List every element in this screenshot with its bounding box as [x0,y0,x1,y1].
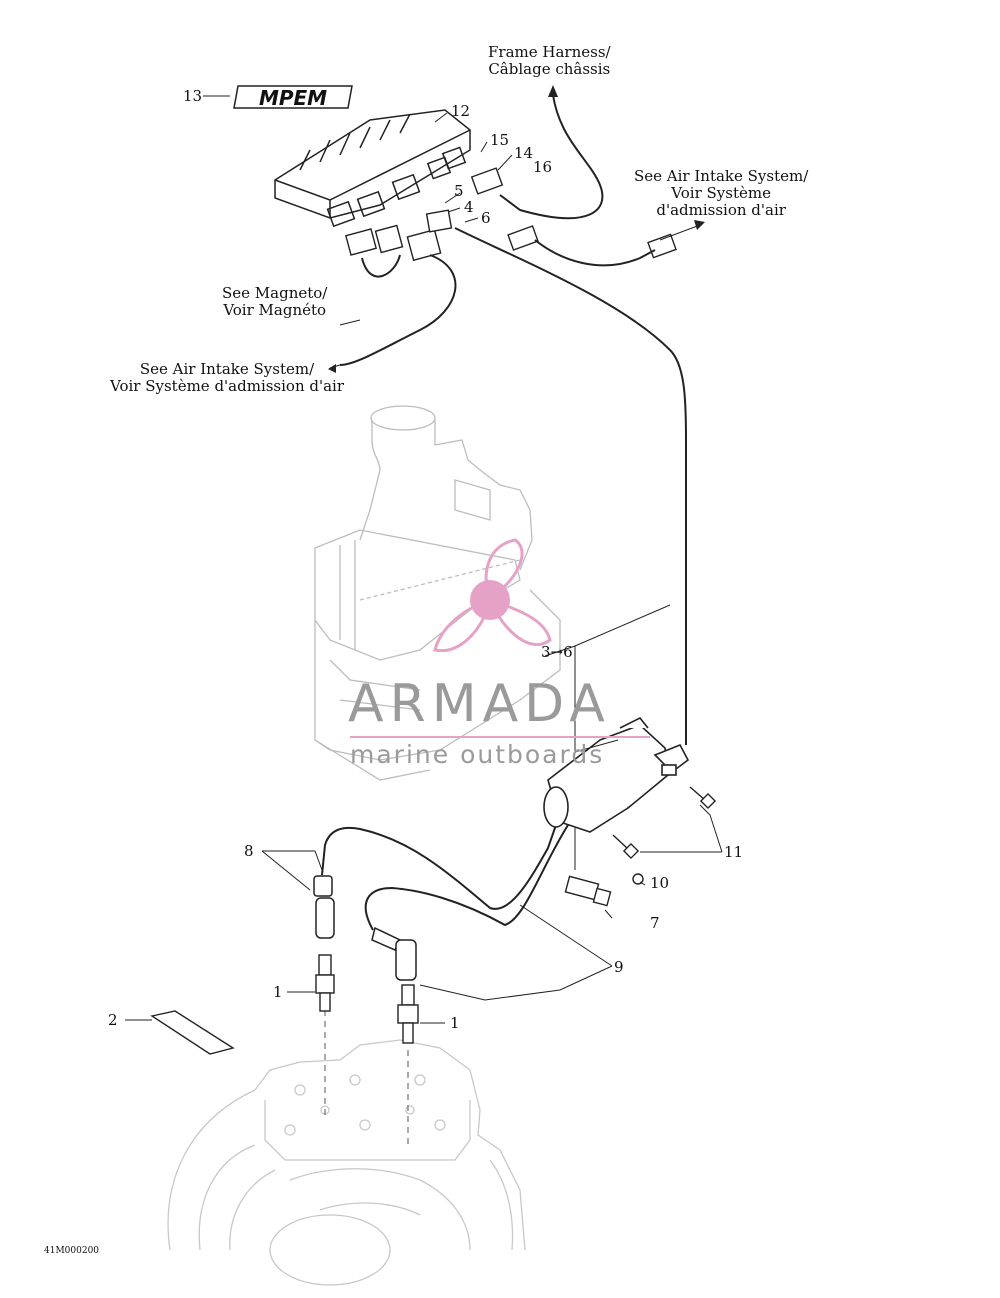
air-intake-top-line-1: See Air Intake System/ [634,167,809,185]
watermark-title: ARMADA [348,674,611,734]
air-intake-top-line-2: Voir Système [671,184,771,202]
callout-6: 6 [481,209,491,227]
frame-harness-line-2: Câblage châssis [488,60,611,78]
plug-centerlines [324,1010,409,1145]
arrowheads [328,85,705,373]
callout-12: 12 [451,102,471,120]
air-intake-mid-line-2: Voir Système d'admission d'air [110,377,345,395]
mpem-module [274,109,471,228]
callout-8: 8 [244,842,254,860]
ignition-coil [543,716,690,833]
callout-4: 4 [464,198,474,216]
leader-lines [125,95,723,1024]
air-intake-note-mid: See Air Intake System/ Voir Système d'ad… [110,361,344,395]
callout-10: 10 [650,874,670,892]
frame-harness-line-1: Frame Harness/ [488,43,611,61]
watermark-rule [350,736,650,738]
plug-caps [313,875,417,981]
callout-1-right: 1 [450,1014,460,1032]
callout-14: 14 [514,144,534,162]
callout-5: 5 [454,182,464,200]
mpem-logo-text: MPEM [259,86,327,110]
connectors-group [344,167,677,907]
air-intake-note-top: See Air Intake System/ Voir Système d'ad… [634,168,808,219]
callout-16: 16 [533,158,553,176]
figure-code: 41M000200 [44,1246,100,1256]
spark-plugs [315,954,419,1044]
magneto-line-2: Voir Magnéto [223,301,327,319]
wiring [321,94,687,931]
gasket-strip [150,1010,235,1055]
air-intake-top-line-3: d'admission d'air [656,201,786,219]
callout-3-6: 3→6 [541,643,573,661]
callout-11: 11 [724,843,744,861]
callout-7: 7 [650,914,660,932]
engine-crankcase-outline [167,1039,526,1286]
callout-13: 13 [183,87,203,105]
air-intake-mid-line-1: See Air Intake System/ [139,360,315,378]
callout-15: 15 [490,131,510,149]
armada-logo-icon [433,538,552,653]
magneto-line-1: See Magneto/ [222,284,328,302]
callout-9: 9 [614,958,624,976]
frame-harness-note: Frame Harness/ Câblage châssis [488,44,611,78]
mpem-logo-decal: MPEM [233,85,353,110]
callout-2: 2 [108,1011,118,1029]
bolts [612,786,717,885]
watermark-subtitle: marine outboards [350,740,605,769]
magneto-note: See Magneto/ Voir Magnéto [222,285,327,319]
callout-1-left: 1 [273,983,283,1001]
